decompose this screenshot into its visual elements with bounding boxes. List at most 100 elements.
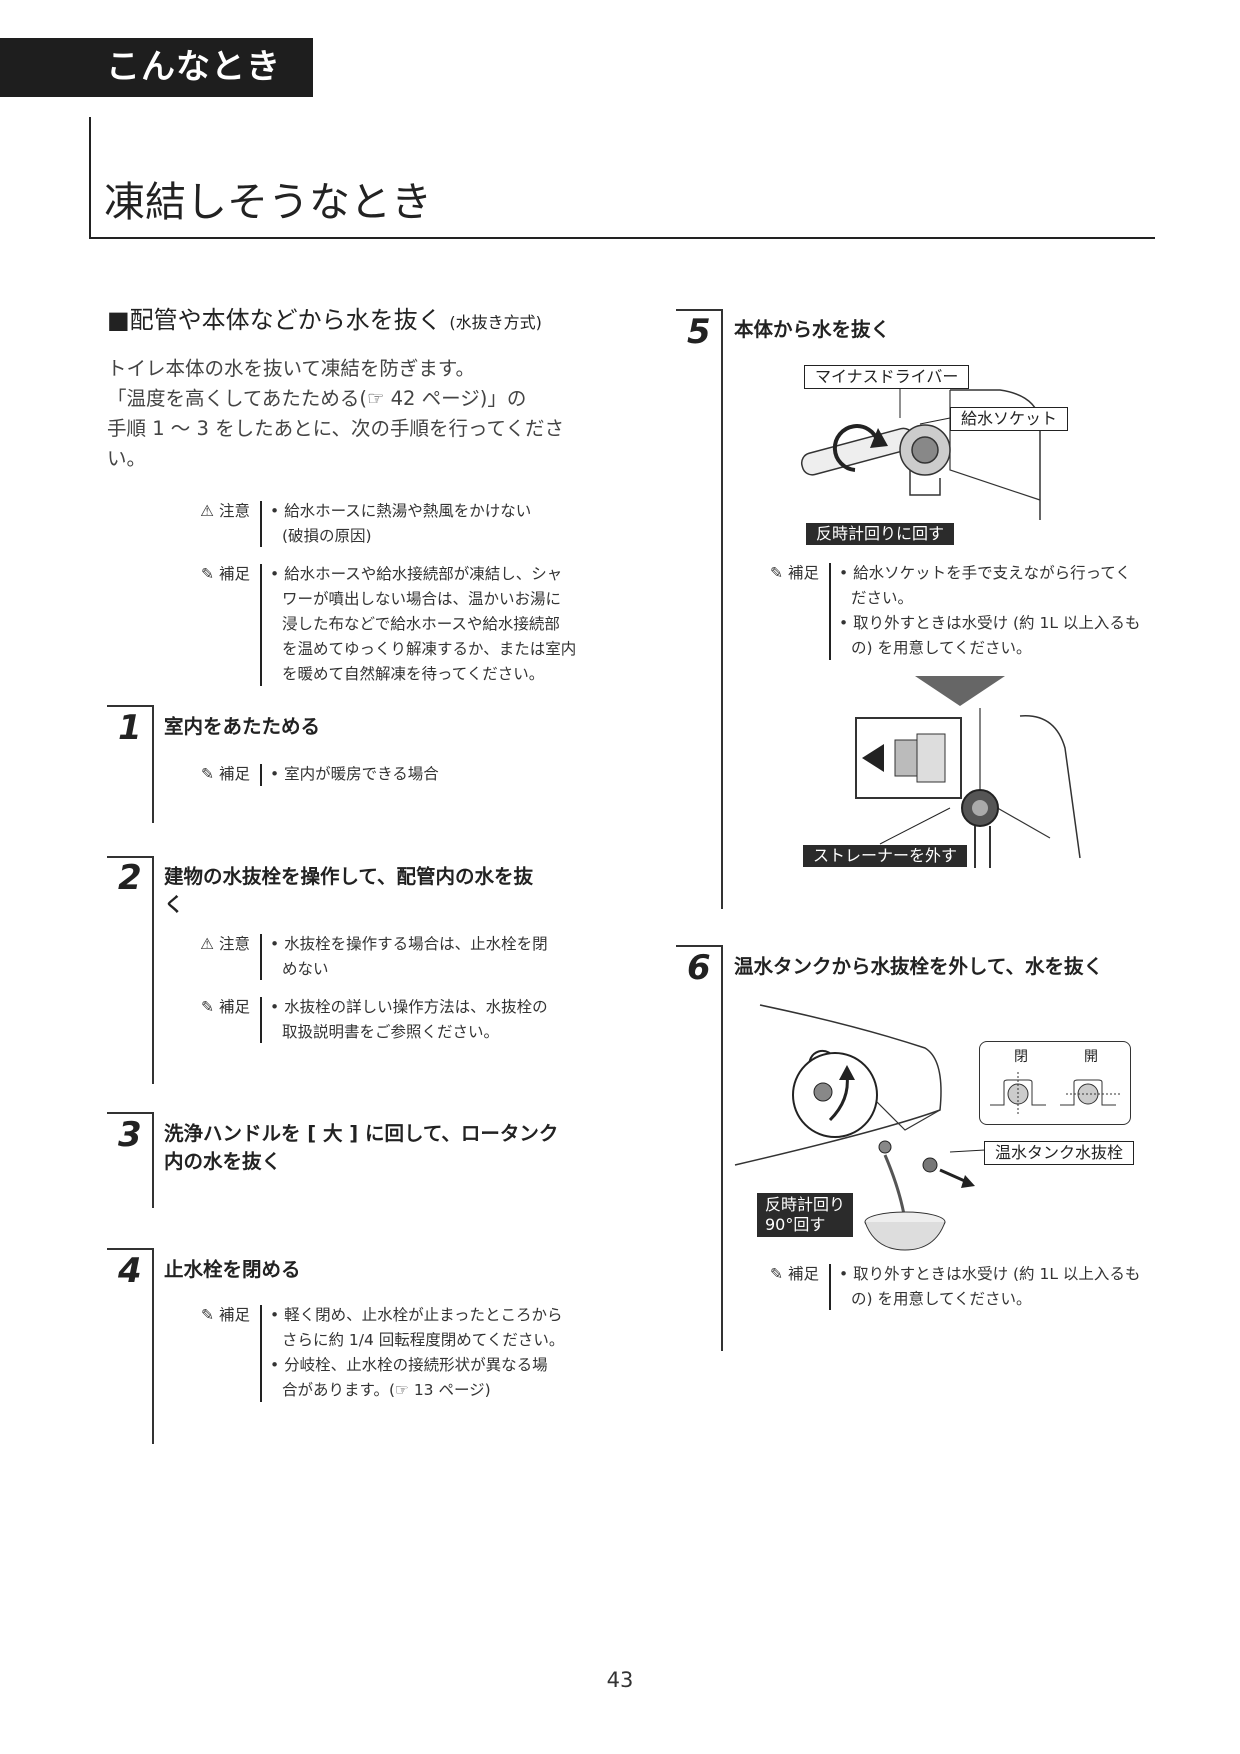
driver-socket-illustration (800, 389, 1041, 520)
step-number: 2 (118, 858, 142, 898)
strainer-part (894, 739, 918, 777)
supplement-label-text: 補足 (218, 1306, 250, 1324)
note-line: • 給水ホースや給水接続部が凍結し、シャ (270, 565, 563, 583)
warning-icon: ⚠ (200, 502, 215, 520)
step-title: 止水栓を閉める (164, 1258, 301, 1281)
arrowhead (870, 428, 888, 448)
note-line: ワーが噴出しない場合は、温かいお湯に (282, 590, 562, 608)
leader-line (919, 417, 951, 425)
pencil-icon: ✎ (770, 1265, 784, 1283)
step-title: 建物の水抜栓を操作して、配管内の水を抜 く (164, 863, 533, 919)
step-number: 3 (118, 1115, 142, 1155)
note-bar (829, 1264, 831, 1310)
step-number: 5 (687, 312, 711, 352)
supplement-label-text: 補足 (787, 564, 819, 582)
caution-note: ⚠ 注意 • 給水ホースに熱湯や熱風をかけない (破損の原因) (182, 499, 622, 551)
water-stream (883, 1154, 907, 1221)
step-rule (107, 1248, 153, 1250)
supplement-label-text: 補足 (787, 1265, 819, 1283)
drain-plug (878, 1140, 892, 1154)
note-line: 浸した布などで給水ホースや給水接続部 (282, 615, 560, 633)
pencil-icon: ✎ (201, 998, 215, 1016)
step-number: 4 (118, 1251, 142, 1291)
intro-text: トイレ本体の水を抜いて凍結を防ぎます。 「温度を高くしてあたためる(☞ 42 ペ… (107, 354, 597, 474)
note-line: • 水抜栓を操作する場合は、止水栓を閉 (270, 935, 548, 953)
note-line: • 分岐栓、止水栓の接続形状が異なる場 (270, 1356, 548, 1374)
step-bar (152, 705, 154, 823)
leader-lines (899, 388, 951, 425)
supplement-note: ✎ 補足 • 軽く閉め、止水栓が止まったところから さらに約 1/4 回転程度閉… (182, 1303, 622, 1408)
note-bar (260, 934, 262, 980)
note-line: • 水抜栓の詳しい操作方法は、水抜栓の (270, 998, 548, 1016)
note-line: を温めてゆっくり解凍するか、または室内 (282, 640, 577, 658)
title-left-bar (89, 117, 91, 239)
title-underline (89, 237, 1155, 239)
step-title-line: 建物の水抜栓を操作して、配管内の水を抜 (164, 865, 533, 888)
step-title-line: 内の水を抜く (164, 1150, 282, 1173)
arrowhead (961, 1175, 975, 1188)
note-line: • 軽く閉め、止水栓が止まったところから (270, 1306, 563, 1324)
note-bar (260, 1305, 262, 1402)
closed-label: 閉 (1014, 1049, 1028, 1065)
section-heading: ■配管や本体などから水を抜く (水抜き方式) (107, 303, 542, 340)
toilet-outline (874, 1099, 941, 1131)
supplement-label: ✎ 補足 (182, 995, 250, 1020)
drain-plug-callout: 温水タンク水抜栓 (984, 1141, 1135, 1165)
zoom-circle (792, 1052, 878, 1138)
step-bar (152, 1248, 154, 1444)
note-bar (260, 764, 262, 786)
socket-callout: 給水ソケット (950, 407, 1069, 431)
step-title-line: 洗浄ハンドルを [ 大 ] に回して、ロータンク (164, 1122, 559, 1145)
intro-line: トイレ本体の水を抜いて凍結を防ぎます。 (107, 357, 475, 380)
note-line: 取扱説明書をご参照ください。 (282, 1023, 500, 1041)
callout-line: 反時計回り (765, 1195, 846, 1214)
step-bar (152, 856, 154, 1084)
down-arrow-shape (915, 676, 1005, 706)
supplement-note: ✎ 補足 • 給水ホースや給水接続部が凍結し、シャ ワーが噴出しない場合は、温か… (182, 562, 622, 692)
valve-positions (990, 1072, 1120, 1116)
note-bar (260, 997, 262, 1043)
supplement-note: ✎ 補足 • 取り外すときは水受け (約 1L 以上入るも の) を用意してくだ… (751, 1262, 1171, 1314)
toilet-outline (1019, 715, 1081, 859)
pull-arrow-icon (939, 1168, 968, 1184)
caution-label: ⚠ 注意 (182, 932, 250, 957)
note-line: を暖めて自然解凍を待ってください。 (282, 665, 545, 683)
step-rule (107, 1112, 153, 1114)
step-title: 洗浄ハンドルを [ 大 ] に回して、ロータンク 内の水を抜く (164, 1120, 558, 1176)
supplement-note: ✎ 補足 • 給水ソケットを手で支えながら行ってく ださい。 • 取り外すときは… (751, 561, 1171, 666)
section-tab: こんなときは (0, 38, 313, 146)
section-heading-sub: (水抜き方式) (449, 313, 542, 332)
step-rule (107, 856, 153, 858)
water-basin (864, 1221, 946, 1251)
note-line: ださい。 (851, 589, 914, 607)
pencil-icon: ✎ (201, 765, 215, 783)
step-rule (676, 945, 722, 947)
step-title-line: く (164, 893, 184, 916)
warning-icon: ⚠ (200, 935, 215, 953)
caution-label-text: 注意 (218, 502, 250, 520)
supplement-note: ✎ 補足 • 水抜栓の詳しい操作方法は、水抜栓の 取扱説明書をご参照ください。 (182, 995, 622, 1047)
caution-label-text: 注意 (218, 935, 250, 953)
pencil-icon: ✎ (201, 1306, 215, 1324)
leader-lines (879, 807, 951, 845)
down-arrow-icon (915, 676, 1005, 706)
note-line: • 室内が暖房できる場合 (270, 765, 439, 783)
step-title: 温水タンクから水抜栓を外して、水を抜く (734, 955, 1103, 978)
callout-line: 90°回す (765, 1215, 826, 1234)
supplement-label-text: 補足 (218, 998, 250, 1016)
screwdriver (800, 427, 915, 476)
step-rule (107, 705, 153, 707)
note-bar (260, 501, 262, 547)
open-closed-diagram: 閉 開 (979, 1041, 1131, 1125)
step-rule (676, 309, 722, 311)
leader-line (949, 1149, 986, 1153)
note-line: 合があります。(☞ 13 ページ) (282, 1381, 491, 1399)
step-bar (721, 945, 723, 1351)
note-line: さらに約 1/4 回転程度閉めてください。 (282, 1331, 565, 1349)
arrowhead (839, 1065, 855, 1080)
hose (974, 826, 991, 868)
strainer-part (916, 733, 946, 783)
step-bar (721, 309, 723, 909)
pencil-icon: ✎ (770, 564, 784, 582)
note-line: の) を用意してください。 (851, 639, 1032, 657)
